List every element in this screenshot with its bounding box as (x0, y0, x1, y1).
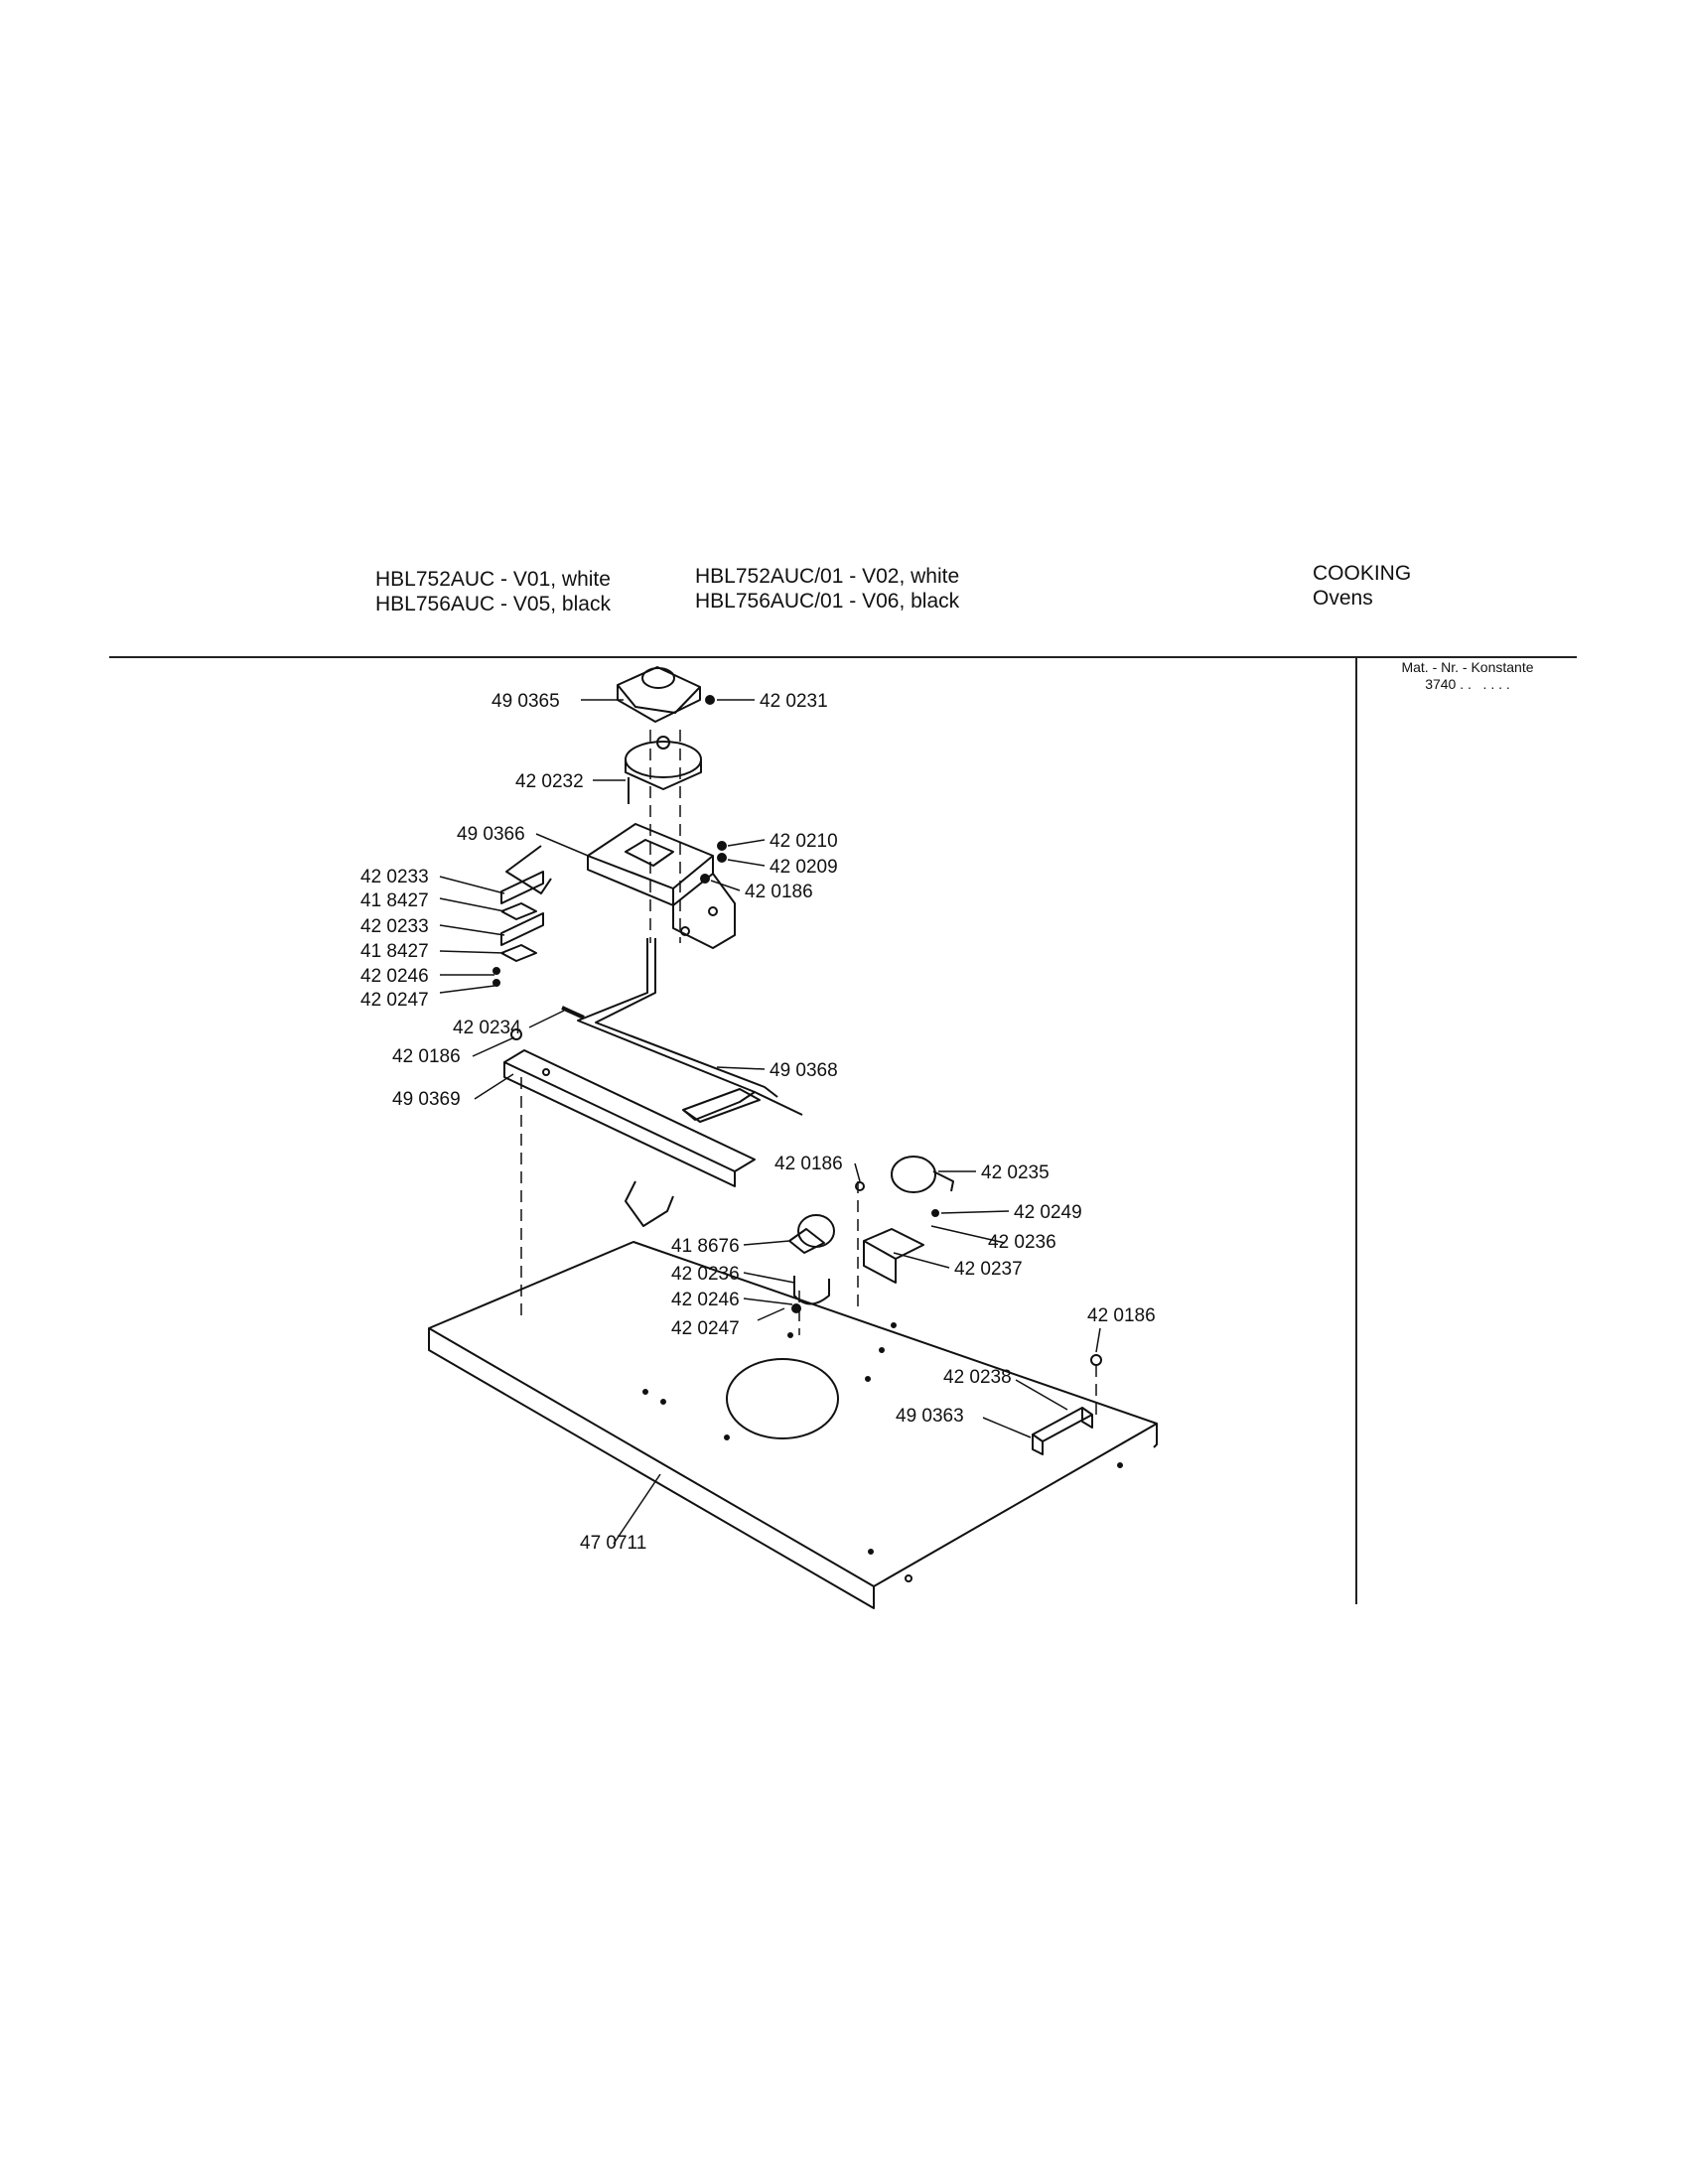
part-label: 41 8427 (360, 890, 429, 911)
part-label: 42 0236 (671, 1264, 740, 1285)
part-label: 42 0231 (760, 691, 828, 712)
base-plate (428, 1241, 1158, 1609)
model-line: HBL752AUC/01 - V02, white (695, 565, 960, 588)
part-label: 42 0186 (1087, 1305, 1156, 1326)
category-block: COOKING Ovens (1313, 561, 1411, 611)
screws (492, 695, 1102, 1366)
part-label: 49 0366 (457, 824, 525, 845)
alignment-lines (520, 730, 1097, 1420)
model-line: HBL756AUC - V05, black (375, 593, 611, 615)
timer-motor (617, 666, 702, 790)
part-label: 42 0246 (360, 966, 429, 987)
model-line: HBL752AUC - V01, white (375, 568, 611, 591)
mat-nr-block: Mat. - Nr. - Konstante 3740 . . . . . . (1368, 659, 1567, 693)
models-column-1: HBL752AUC - V01, white HBL756AUC - V05, … (375, 567, 611, 616)
part-label: 42 0246 (671, 1290, 740, 1310)
part-label: 42 0209 (770, 857, 838, 878)
models-column-2: HBL752AUC/01 - V02, white HBL756AUC/01 -… (695, 564, 959, 614)
part-label: 42 0247 (360, 990, 429, 1011)
part-label: 42 0210 (770, 831, 838, 852)
latch-rail (503, 1049, 756, 1227)
part-label: 42 0186 (745, 882, 813, 902)
part-label: 42 0186 (774, 1154, 843, 1174)
thermostat-bracket (863, 1228, 924, 1284)
part-label: 42 0249 (1014, 1202, 1082, 1223)
leader-lines (439, 699, 1101, 1545)
part-label: 41 8427 (360, 941, 429, 962)
part-label: 49 0368 (770, 1060, 838, 1081)
clip-plates (500, 845, 552, 962)
subcategory: Ovens (1313, 587, 1373, 610)
part-label: 42 0238 (943, 1367, 1012, 1388)
part-label: 42 0232 (515, 771, 584, 792)
part-label: 47 0711 (580, 1533, 646, 1554)
category: COOKING (1313, 562, 1412, 585)
part-label: 42 0236 (988, 1232, 1056, 1253)
part-label: 42 0233 (360, 867, 429, 887)
motor-bracket (587, 823, 736, 949)
model-line: HBL756AUC/01 - V06, black (695, 590, 960, 613)
part-label: 42 0186 (392, 1046, 461, 1067)
part-label: 49 0365 (491, 691, 560, 712)
thermostat (891, 1156, 954, 1193)
mat-nr-value: 3740 . . . . . . (1425, 676, 1510, 692)
hinge-bracket (1032, 1407, 1093, 1455)
part-label: 42 0234 (453, 1018, 521, 1038)
cutout-thermostat (788, 1214, 835, 1305)
part-label: 42 0237 (954, 1259, 1023, 1280)
part-label: 42 0247 (671, 1318, 740, 1339)
mat-nr-label: Mat. - Nr. - Konstante (1401, 659, 1534, 675)
part-label: 49 0369 (392, 1089, 461, 1110)
vertical-rule (1355, 656, 1357, 1604)
part-label: 49 0363 (896, 1406, 964, 1427)
header-rule (109, 656, 1577, 658)
part-labels: 49 0365 42 0231 42 0232 49 0366 42 0210 … (360, 691, 1156, 1554)
part-label: 42 0235 (981, 1162, 1050, 1183)
part-label: 42 0233 (360, 916, 429, 937)
part-label: 41 8676 (671, 1236, 740, 1257)
actuator-rod (577, 938, 803, 1123)
